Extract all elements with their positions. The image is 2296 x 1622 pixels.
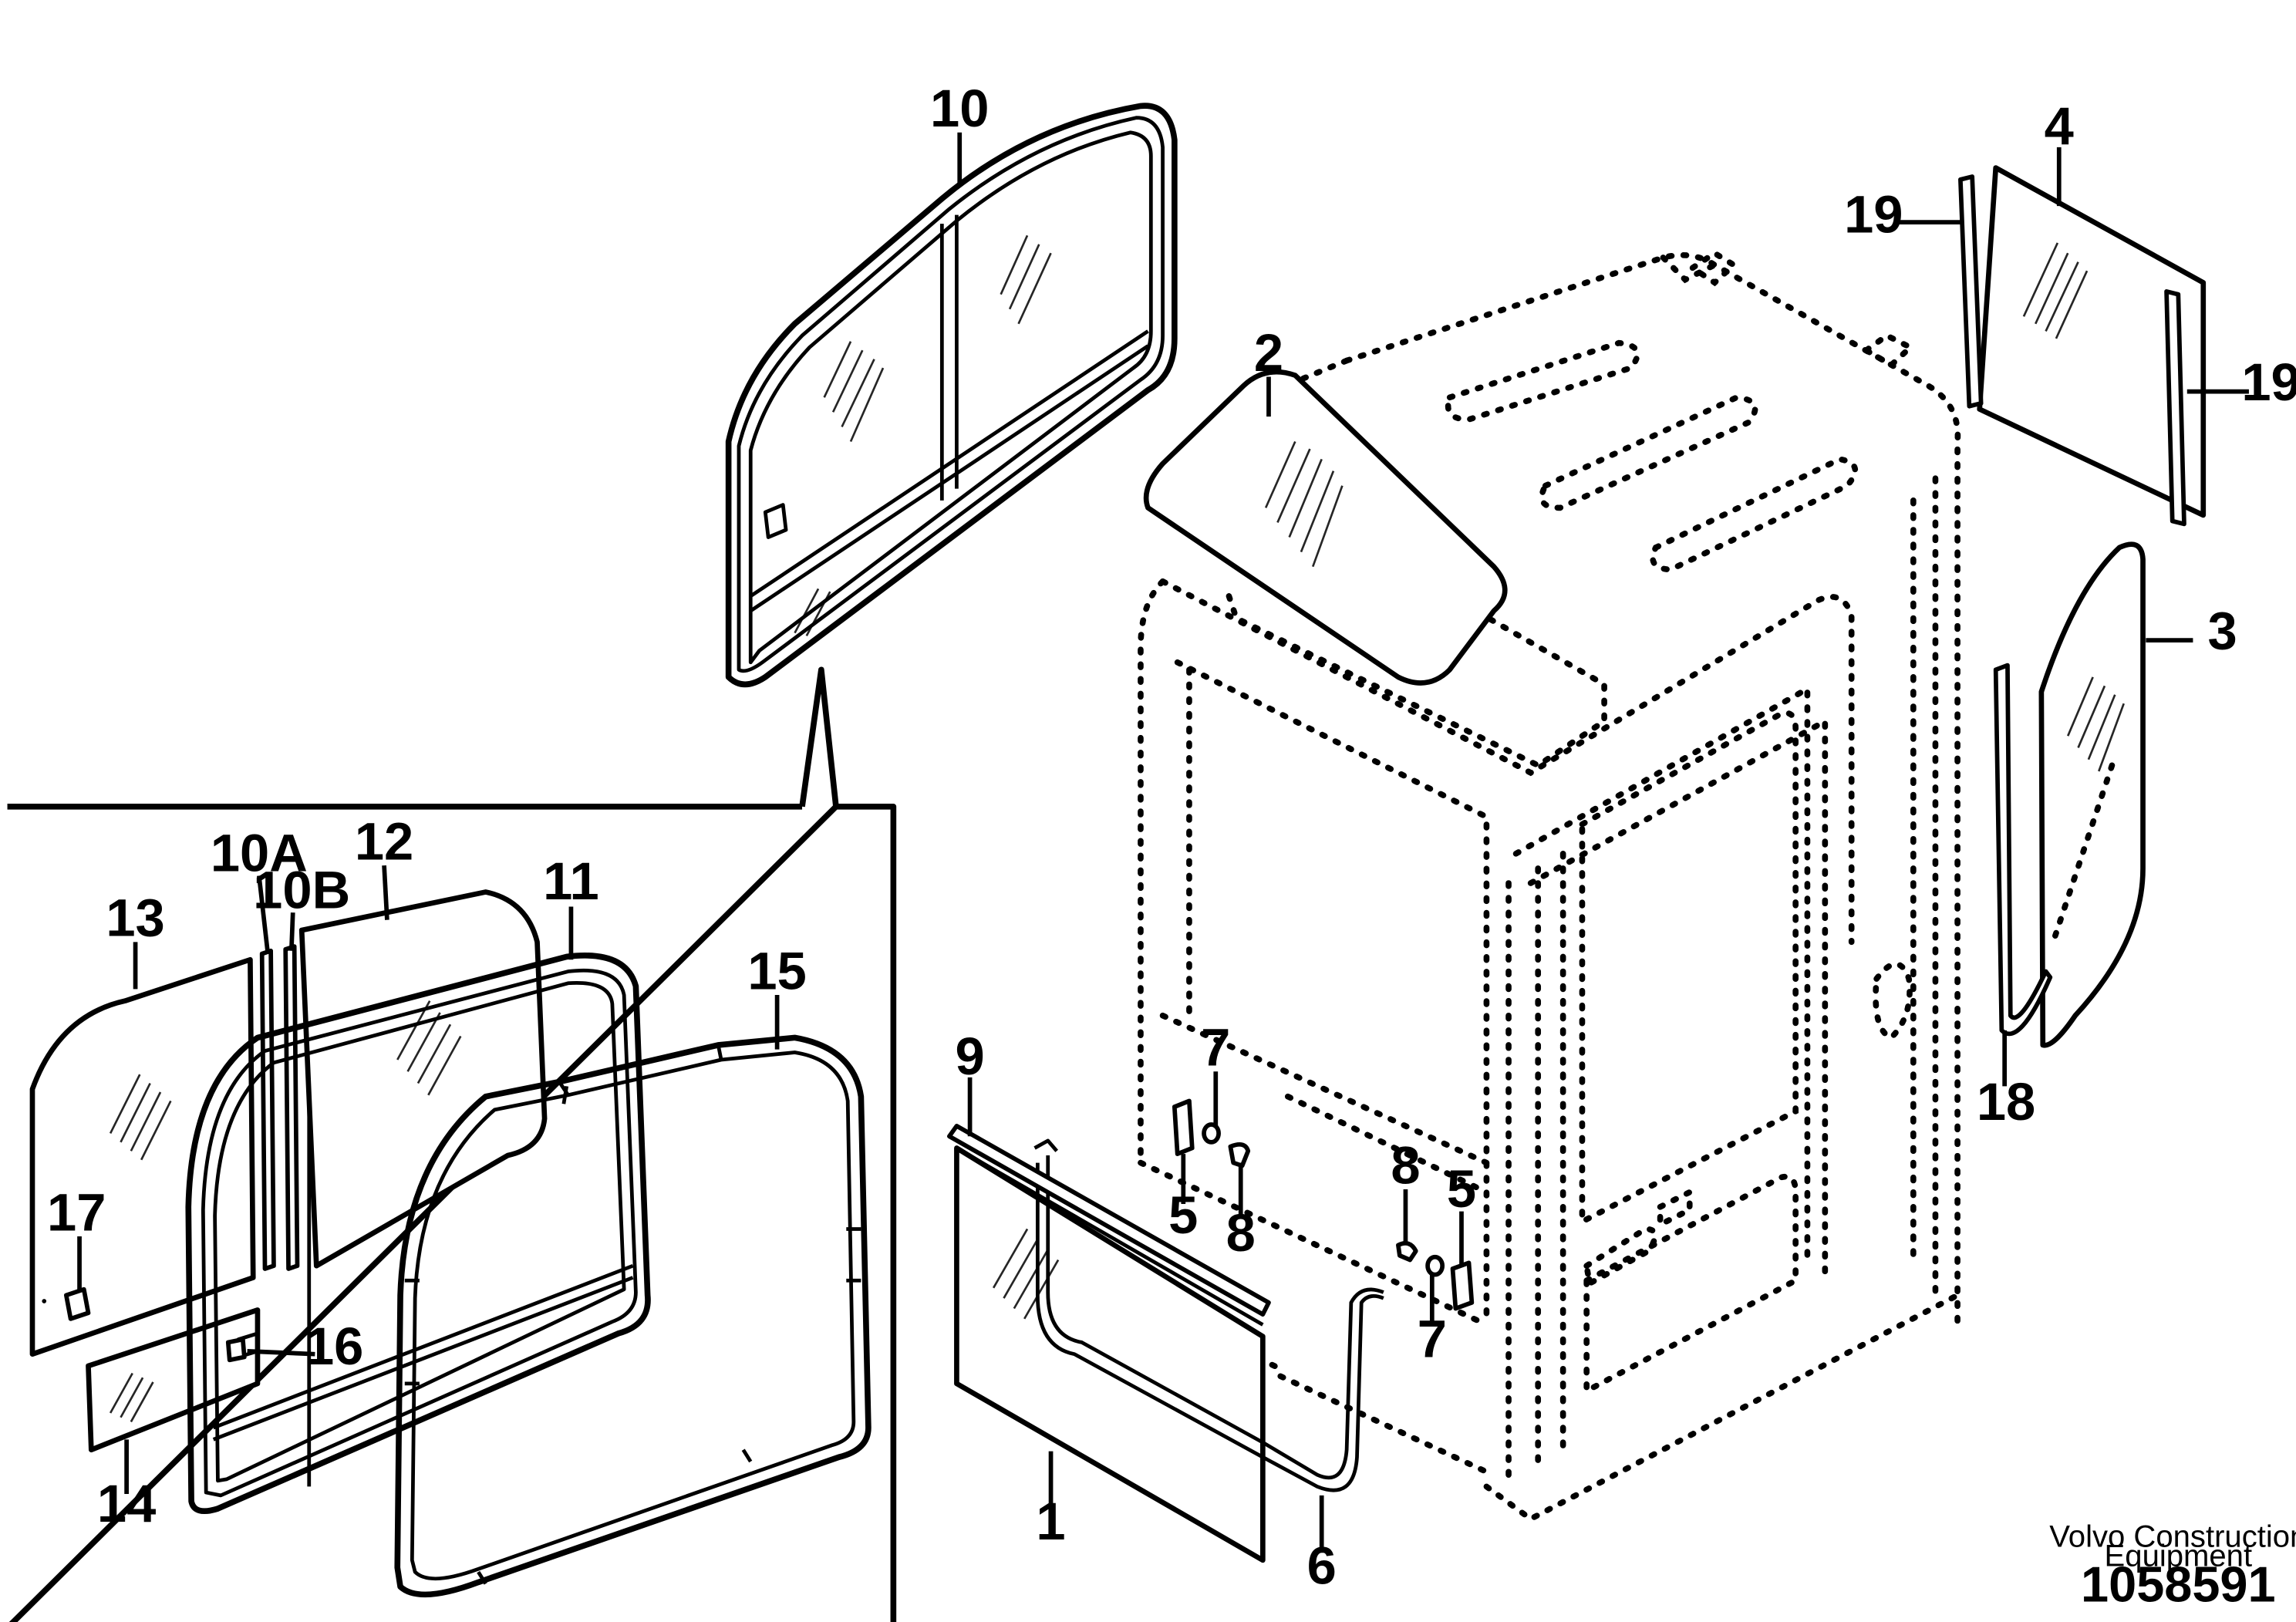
- part-8-bolt-upper: [1228, 1141, 1251, 1168]
- callout-10A: 10A: [211, 824, 308, 883]
- part-1-lower-front-glass: [954, 1145, 1266, 1563]
- callout-10B: 10B: [253, 860, 350, 919]
- part-3-side-glass: [2038, 541, 2146, 1048]
- part-5-block-upper: [1172, 1098, 1195, 1157]
- callout-labels: 1 2 3 4 5 5 6 7 7 8 8 9 10 10A 10B 11 12…: [47, 79, 2296, 1595]
- document-number: 1058591: [2081, 1556, 2276, 1612]
- callout-12: 12: [355, 811, 413, 871]
- part-14-lower-glass: [86, 1307, 261, 1453]
- callout-14: 14: [97, 1474, 156, 1533]
- callout-13: 13: [106, 889, 164, 948]
- callout-3: 3: [2207, 602, 2237, 661]
- callout-10: 10: [930, 79, 989, 138]
- part-5-block-lower: [1450, 1260, 1475, 1311]
- callout-2: 2: [1254, 323, 1283, 383]
- part-7-washer-lower: [1425, 1254, 1445, 1277]
- callout-11: 11: [543, 851, 599, 911]
- part-11-frame: [185, 953, 651, 1514]
- part-17-catch: [64, 1286, 91, 1321]
- callout-15: 15: [747, 941, 806, 1000]
- callout-17: 17: [47, 1182, 106, 1242]
- callout-9: 9: [955, 1027, 984, 1086]
- part-13-glass: [29, 956, 256, 1357]
- part-15-seal: [394, 1034, 872, 1598]
- callout-5-lower: 5: [1447, 1159, 1476, 1219]
- brand-line-2: Equipment: [2105, 1539, 2253, 1573]
- part-10B-strip: [283, 944, 300, 1271]
- leader-lines: [77, 132, 2249, 1553]
- part-4-rear-glass: [1977, 165, 2207, 518]
- callout-8-lower: 8: [1391, 1135, 1420, 1195]
- callout-7-upper: 7: [1201, 1018, 1230, 1077]
- callout-1: 1: [1036, 1492, 1065, 1551]
- brand-line-1: Volvo Construction: [2049, 1520, 2296, 1554]
- footer-brand: Volvo Construction Equipment 1058591: [2049, 1520, 2296, 1613]
- part-19-seal-strips: [1958, 174, 2186, 527]
- part-10-window-assembly: [725, 103, 1178, 688]
- part-16-latch: [225, 1337, 247, 1363]
- part-8-bolt-lower: [1396, 1241, 1418, 1263]
- callout-6: 6: [1307, 1536, 1337, 1595]
- part-7-washer-upper: [1202, 1122, 1221, 1145]
- part-6-lower-seal: [1033, 1138, 1384, 1492]
- callout-18: 18: [1977, 1072, 2035, 1131]
- part-18-seal-strip: [1993, 663, 2053, 1037]
- part-2-roof-glass: [1143, 369, 1508, 686]
- callout-8-upper: 8: [1226, 1203, 1256, 1263]
- callout-4: 4: [2045, 96, 2074, 156]
- part-12-glass: [298, 889, 548, 1269]
- part-9-top-strip: [947, 1124, 1271, 1327]
- callout-7-lower: 7: [1418, 1309, 1447, 1368]
- callout-19-left: 19: [1844, 185, 1903, 244]
- cab-body-outline: [1123, 249, 1961, 1523]
- callout-19-right: 19: [2241, 352, 2296, 412]
- callout-16: 16: [305, 1317, 363, 1376]
- part-10A-strip: [259, 948, 276, 1271]
- callout-5-upper: 5: [1168, 1185, 1198, 1245]
